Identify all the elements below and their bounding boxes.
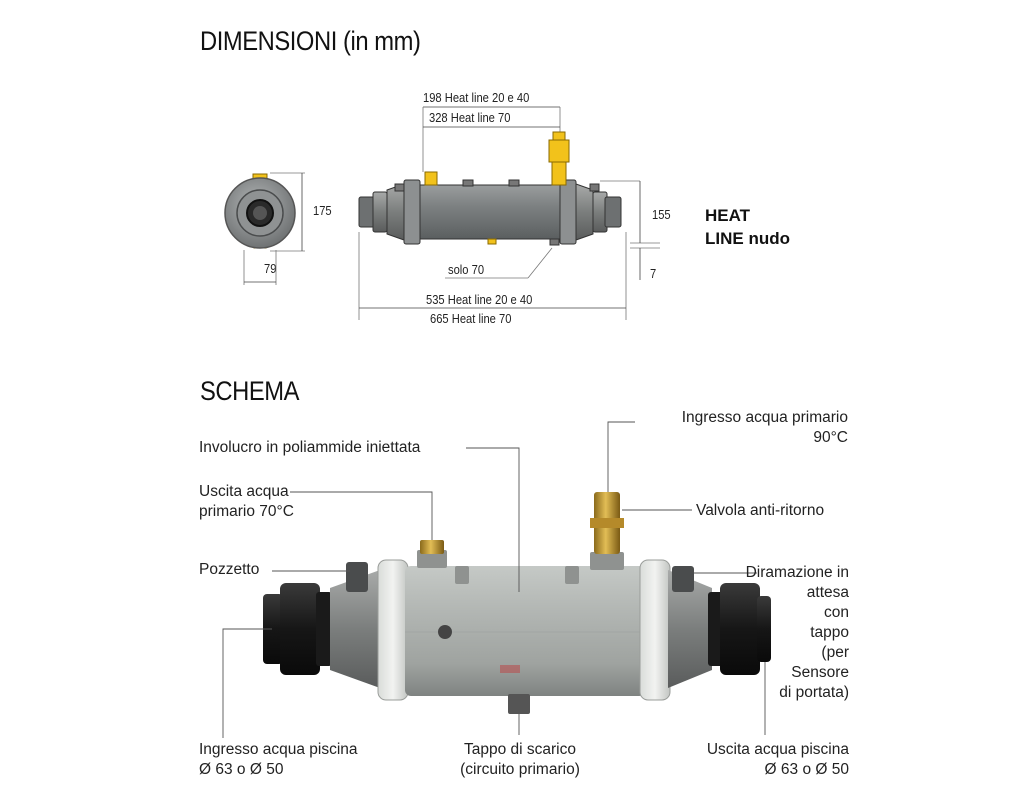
dim-bottom-label-1: 535 Heat line 20 e 40: [426, 292, 533, 307]
label-ingresso-primario: Ingresso acqua primario 90°C: [681, 409, 848, 446]
dim-bottom-label-2: 665 Heat line 70: [430, 311, 512, 326]
label-diramazione: Diramazione in attesa con tappo (per Sen…: [745, 564, 849, 701]
dim-feet: 7: [650, 266, 657, 281]
schema-title: SCHEMA: [200, 376, 300, 406]
exchanger-illustration: [263, 492, 771, 714]
dim-width-side: 79: [264, 261, 277, 276]
label-tappo: Tappo di scarico (circuito primario): [460, 741, 580, 778]
dim-top-label-2: 328 Heat line 70: [429, 110, 511, 125]
dim-top-label-1: 198 Heat line 20 e 40: [423, 90, 530, 105]
label-pozzetto: Pozzetto: [199, 561, 260, 578]
label-uscita-piscina: Uscita acqua piscina Ø 63 o Ø 50: [706, 741, 849, 778]
dimensions-title: DIMENSIONI (in mm): [200, 26, 421, 56]
dim-height-body: 155: [652, 207, 671, 222]
front-view: [358, 106, 660, 320]
product-name-line1: HEAT: [705, 206, 751, 225]
leader-lines: [222, 421, 766, 738]
dim-solo: solo 70: [448, 262, 485, 277]
side-view: [224, 172, 305, 285]
label-involucro: Involucro in poliammide iniettata: [199, 439, 421, 456]
label-uscita-primario: Uscita acqua primario 70°C: [199, 483, 294, 520]
label-valvola: Valvola anti-ritorno: [696, 502, 825, 519]
dim-height-side: 175: [313, 203, 332, 218]
product-name-line2: LINE nudo: [705, 229, 790, 248]
label-ingresso-piscina: Ingresso acqua piscina Ø 63 o Ø 50: [199, 741, 358, 778]
